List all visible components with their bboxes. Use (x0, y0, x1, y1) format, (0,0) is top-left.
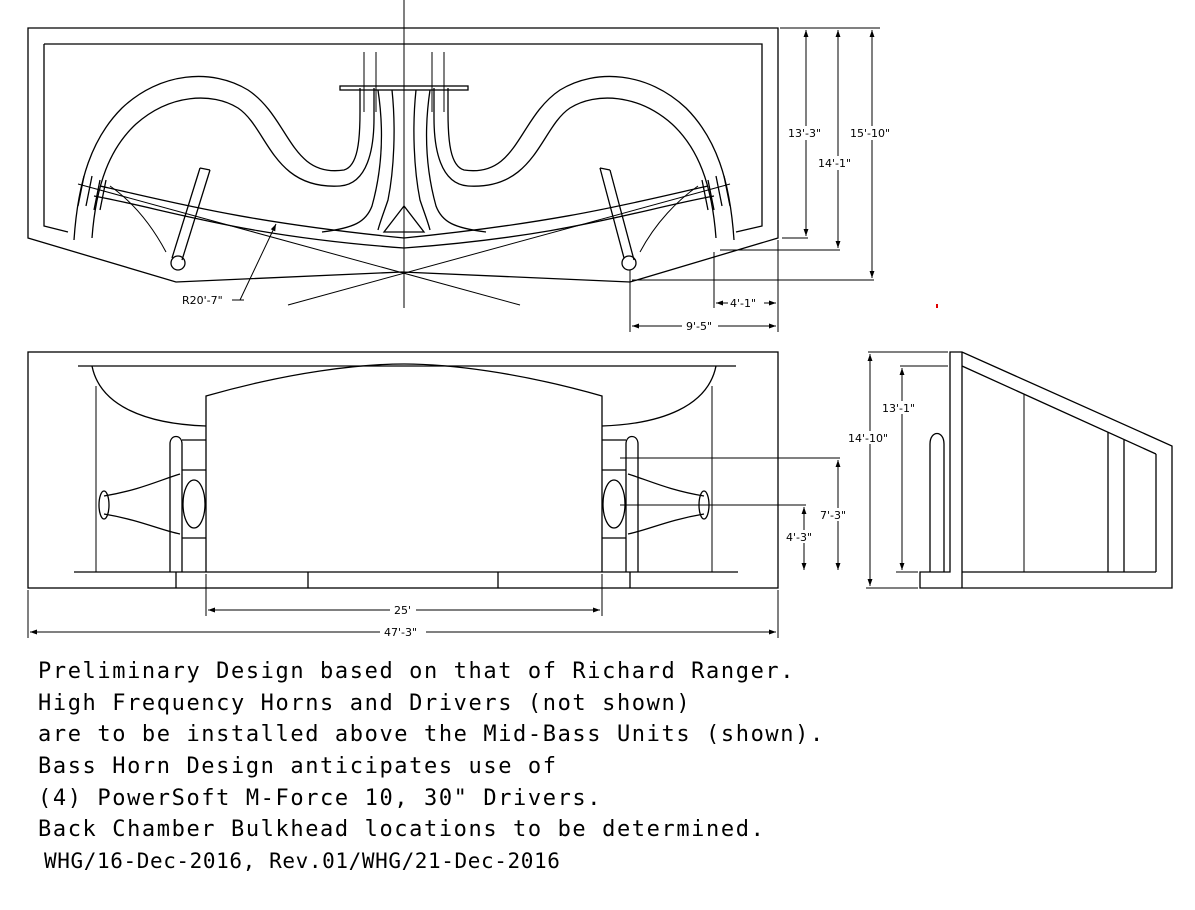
throat-wall-right-inner (413, 89, 431, 231)
dim-14-1: 14'-1" (818, 157, 851, 170)
design-notes: Preliminary Design based on that of Rich… (38, 656, 825, 878)
dim-4-3: 4'-3" (786, 531, 812, 544)
note-line: High Frequency Horns and Drivers (not sh… (38, 690, 692, 716)
throat-plate (339, 85, 469, 91)
dim-4-1: 4'-1" (730, 297, 756, 310)
note-line: are to be installed above the Mid-Bass U… (38, 722, 825, 748)
dim-9-5: 9'-5" (686, 320, 712, 333)
dim-13-1: 13'-1" (882, 402, 915, 415)
mouth-arc-outer (93, 195, 715, 249)
note-line: Preliminary Design based on that of Rich… (38, 659, 796, 684)
left-driver-flange (77, 175, 107, 211)
right-driver-flange (701, 175, 731, 211)
front-outer-frame (27, 351, 779, 589)
radius-leader (239, 223, 277, 301)
red-marker (936, 304, 938, 308)
throat-wall-right (425, 89, 487, 233)
dim-47-3: 47'-3" (384, 626, 417, 639)
note-line: Back Chamber Bulkhead locations to be de… (38, 817, 766, 843)
dim-15-10: 15'-10" (850, 127, 890, 140)
central-chamber (205, 363, 603, 572)
radius-label: R20'-7" (182, 294, 223, 307)
note-line: (4) PowerSoft M-Force 10, 30" Drivers. (38, 785, 603, 811)
dim-14-10: 14'-10" (848, 432, 888, 445)
note-line: Bass Horn Design anticipates use of (38, 754, 558, 780)
dim-7-3: 7'-3" (820, 509, 846, 522)
construction-line-left (77, 183, 521, 306)
left-swing-arm (170, 167, 211, 271)
plan-view: R20'-7" 13'-3" 14'-1" 15'-10" 4'-1" 9'-5… (27, 0, 938, 333)
right-driver-column (602, 435, 710, 572)
dim-25: 25' (394, 604, 411, 617)
right-horn-wall-outer (447, 75, 735, 241)
side-elevation: 13'-1" 14'-10" (846, 351, 1173, 589)
right-horn-wall-inner (433, 88, 717, 239)
left-driver-column (98, 435, 206, 572)
revision-signature: WHG/16-Dec-2016, Rev.01/WHG/21-Dec-2016 (44, 849, 561, 874)
center-wedge (382, 204, 426, 233)
throat-wall-left-inner (377, 89, 395, 231)
construction-line-right (287, 183, 731, 306)
plan-inner-outline (43, 43, 763, 233)
side-outline (919, 351, 1173, 589)
left-horn-wall-inner (91, 88, 375, 239)
mouth-arc-inner (99, 185, 709, 239)
right-swing-arm (599, 167, 637, 271)
throat-wall-left (321, 89, 383, 233)
dim-13-3: 13'-3" (788, 127, 821, 140)
left-horn-wall-outer (73, 75, 361, 241)
plan-outer-outline (27, 27, 779, 283)
front-elevation: 7'-3" 4'-3" 25' 47'-3" (27, 351, 856, 639)
